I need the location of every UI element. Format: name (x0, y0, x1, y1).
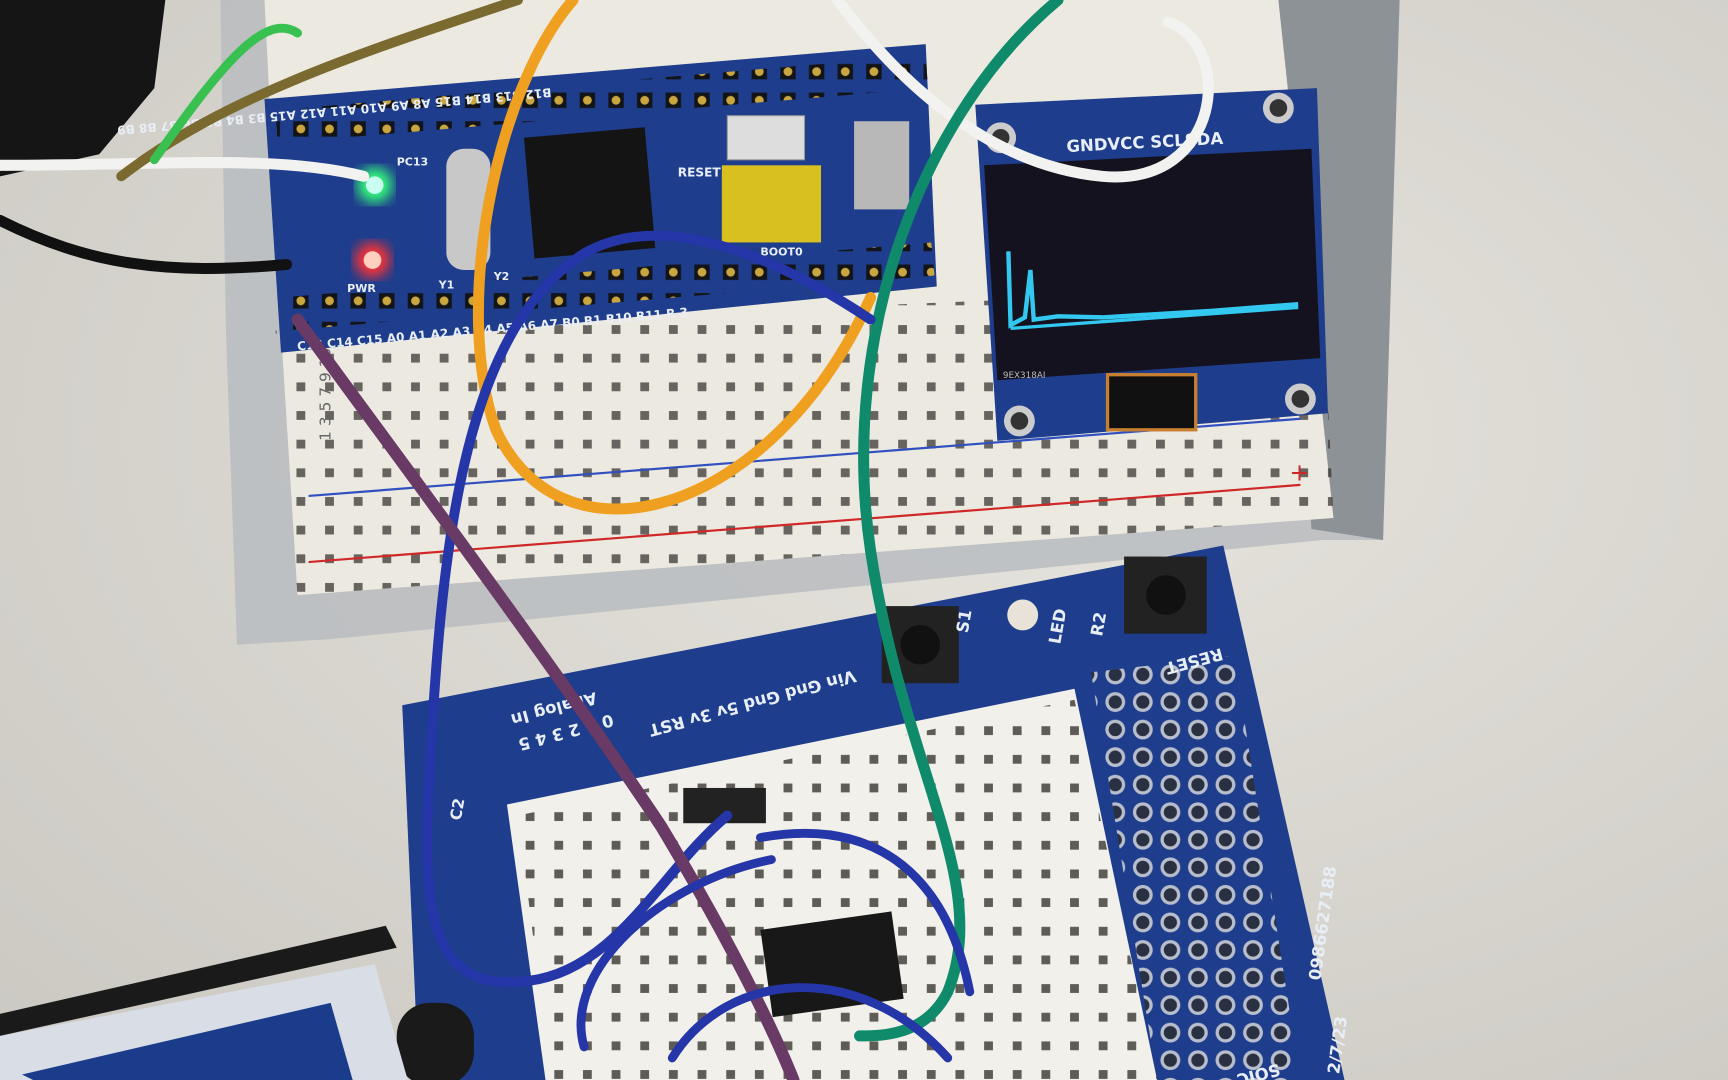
r2-label: R2 (1087, 611, 1110, 638)
wire-green (854, 0, 1064, 1042)
boot-label: BOOT0 (760, 246, 803, 259)
reset-label: RESET (678, 165, 722, 179)
y1-label: Y1 (438, 279, 455, 292)
wire-white-left (0, 157, 370, 182)
oled-spectrum-plot (1006, 251, 1299, 331)
oled-part-marking: 9EX318AI (1003, 371, 1046, 381)
wire-blue-loop (576, 855, 776, 1052)
black-cable (0, 925, 397, 1036)
wire-orange (472, 0, 877, 515)
wire-purple (291, 313, 800, 1080)
oled-ribbon (1105, 373, 1198, 432)
ic-chip (760, 911, 904, 1018)
wire-white (832, 0, 1214, 183)
black-cable-housing (0, 0, 166, 177)
shield-led (1007, 599, 1039, 631)
oled-module: GNDVCC SCLSDA 9EX318AI (975, 88, 1328, 441)
power-rail-blue (308, 417, 1301, 498)
phone-screen (22, 1002, 353, 1080)
electrolytic-capacitor (396, 1002, 474, 1080)
c2-label: C2 (447, 797, 469, 822)
wire-blue-long (422, 230, 876, 987)
reset-button (726, 115, 806, 161)
power-led-red (363, 251, 382, 269)
y2-label: Y2 (493, 270, 510, 283)
pc13-led-green (365, 176, 384, 194)
wire-green-small (149, 23, 302, 165)
power-rail-red (308, 483, 1301, 564)
oled-screen (984, 148, 1321, 381)
boot-jumpers (721, 165, 822, 243)
wire-blue-short (755, 829, 975, 997)
blue-pill-board: B12 B13 B14 B15 A8 A9 A10 A11 A12 A15 B3… (117, 44, 937, 353)
wire-black (0, 214, 293, 274)
plus-marking: + (1289, 457, 1309, 486)
micro-usb-port (854, 121, 910, 210)
pwr-label: PWR (347, 282, 376, 295)
s1-label: S1 (953, 608, 976, 634)
jumper-wires (0, 0, 1214, 1080)
wire-blue-bottom (667, 983, 953, 1063)
pc13-label: PC13 (397, 155, 429, 168)
microcontroller-chip (523, 127, 656, 259)
proto-shield: S1 LED R2 RESET Analog In 0 1 2 3 4 5 Vi… (396, 545, 1351, 1080)
